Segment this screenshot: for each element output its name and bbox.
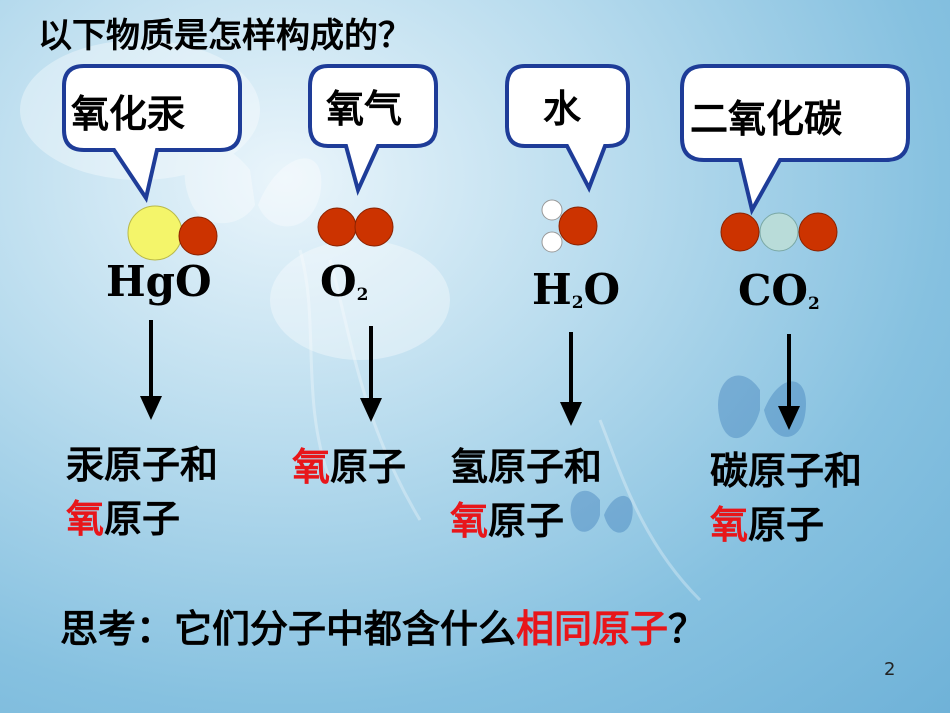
slide-title: 以下物质是怎样构成的？ [38, 16, 412, 56]
oxygen-atom [354, 207, 394, 247]
arrow-down-icon [560, 332, 582, 426]
carbon-atom [759, 212, 799, 252]
description-mercuric-oxide: 汞原子和 氧原子 [66, 443, 219, 541]
bubble-label-oxygen: 氧气 [326, 87, 403, 131]
thinking-question: 思考：它们分子中都含什么相同原子？ [60, 607, 707, 651]
hydrogen-atom [541, 199, 563, 221]
description-carbon-dioxide: 碳原子和 氧原子 [710, 449, 863, 547]
mercury-atom [127, 205, 183, 261]
formula-water: H2O [532, 265, 621, 314]
hydrogen-atom [541, 231, 563, 253]
oxygen-atom [798, 212, 838, 252]
molecule-model-mercuric-oxide [127, 205, 218, 261]
bubble-label-carbon-dioxide: 二氧化碳 [690, 97, 843, 141]
formula-carbon-dioxide: CO2 [738, 266, 820, 315]
arrow-down-icon [778, 334, 800, 430]
formula-oxygen: O2 [320, 257, 369, 306]
arrow-down-icon [360, 326, 382, 422]
description-water: 氢原子和 氧原子 [450, 445, 603, 543]
molecule-model-water [541, 199, 598, 253]
bubble-label-water: 水 [543, 87, 582, 131]
page-number: 2 [884, 659, 896, 680]
bubble-oxygen: 氧气 [308, 64, 438, 196]
oxygen-atom [178, 216, 218, 256]
bubble-carbon-dioxide: 二氧化碳 [680, 64, 910, 216]
description-oxygen: 氧原子 [292, 445, 407, 489]
oxygen-atom [558, 206, 598, 246]
formula-mercuric-oxide: HgO [106, 257, 212, 306]
oxygen-atom [317, 207, 357, 247]
bubble-mercuric-oxide: 氧化汞 [62, 64, 242, 204]
bubble-label-mercuric-oxide: 氧化汞 [71, 92, 186, 136]
molecule-model-oxygen [317, 207, 394, 247]
bubble-water: 水 [505, 64, 630, 194]
molecule-model-carbon-dioxide [720, 212, 838, 252]
arrow-down-icon [140, 320, 162, 420]
oxygen-atom [720, 212, 760, 252]
